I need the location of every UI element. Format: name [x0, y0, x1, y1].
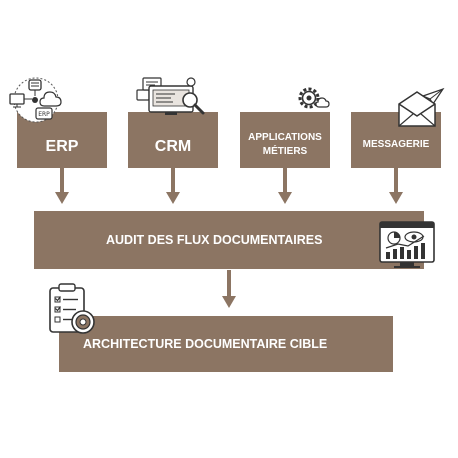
envelope-paper-plane-icon	[398, 87, 445, 127]
erp-label: ERP	[45, 138, 79, 155]
crm-label: CRM	[154, 138, 192, 155]
audit-label: AUDIT DES FLUX DOCUMENTAIRES	[106, 233, 323, 247]
svg-text:ERP: ERP	[38, 111, 50, 118]
network-cloud-icon: ERP	[9, 77, 62, 123]
audit-box: AUDIT DES FLUX DOCUMENTAIRES	[34, 211, 424, 269]
architecture-label: ARCHITECTURE DOCUMENTAIRE CIBLE	[83, 337, 328, 351]
analytics-dashboard-icon	[379, 221, 435, 268]
clipboard-target-icon	[49, 283, 95, 334]
gear-cloud-icon	[298, 87, 330, 109]
applications-metiers-box: APPLICATIONS MÉTIERS	[240, 112, 330, 168]
arrow-down-icon	[278, 168, 292, 204]
arrow-down-icon	[222, 270, 236, 308]
applications-metiers-label: APPLICATIONS MÉTIERS	[248, 131, 322, 158]
crm-box: CRM	[128, 112, 218, 168]
arrow-down-icon	[389, 168, 403, 204]
desktop-search-icon	[136, 77, 205, 115]
messagerie-label: MESSAGERIE	[362, 138, 430, 150]
arrow-down-icon	[166, 168, 180, 204]
architecture-box: ARCHITECTURE DOCUMENTAIRE CIBLE	[59, 316, 393, 372]
arrow-down-icon	[55, 168, 69, 204]
